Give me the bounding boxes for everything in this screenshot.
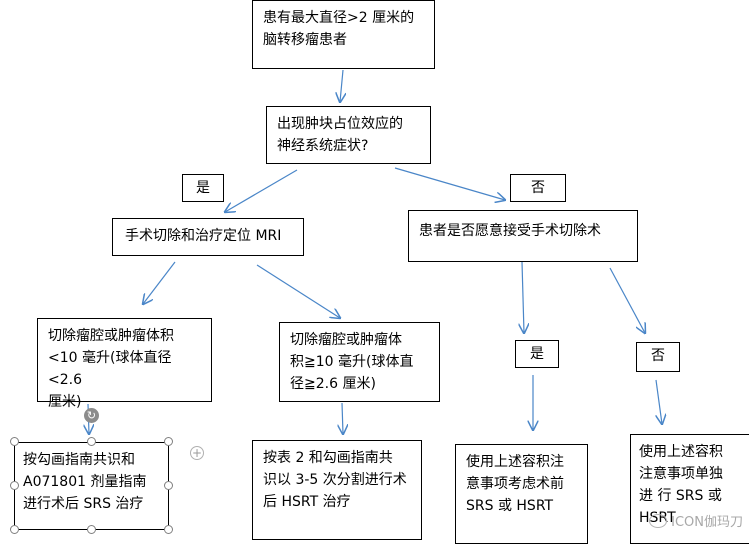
resize-handle-middle-left[interactable] (10, 481, 19, 490)
resize-handle-bottom-left[interactable] (10, 525, 19, 534)
label-yes-left[interactable]: 是 (182, 174, 224, 202)
arrow-start-to-symptom (340, 69, 343, 102)
node-postop-hsrt[interactable]: 按表 2 和勾画指南共 识以 3-5 次分割进行术 后 HSRT 治疗 (252, 440, 422, 540)
node-volume-small[interactable]: 切除瘤腔或肿瘤体积 <10 毫升(球体直径<2.6 厘米) (37, 318, 212, 410)
arrow-large-to-hsrt (342, 402, 343, 434)
watermark-text: ICON伽玛刀 (671, 515, 743, 530)
label-no-right-text: 否 (531, 180, 545, 196)
arrow-symptom-to-accept (394, 167, 505, 200)
resize-handle-top-right[interactable] (164, 437, 173, 446)
add-element-icon[interactable]: + (190, 446, 204, 460)
wechat-icon (649, 513, 668, 528)
resize-handle-bottom-center[interactable] (87, 525, 96, 534)
node-volume-large-text: 切除瘤腔或肿瘤体 积≧10 毫升(球体直 径≧2.6 厘米) (290, 332, 414, 392)
resize-handle-middle-right[interactable] (164, 481, 173, 490)
arrow-symptom-to-surgery (225, 169, 298, 212)
label-no-accept-text: 否 (651, 348, 665, 364)
node-start-text: 患有最大直径>2 厘米的 脑转移瘤患者 (263, 10, 415, 48)
node-srs-hsrt-alone[interactable]: 使用上述容积 注意事项单独 进 行 SRS 或 HSRT (630, 434, 749, 544)
node-preop-srs-hsrt[interactable]: 使用上述容积注 意事项考虑术前 SRS 或 HSRT (455, 444, 588, 544)
node-srs-hsrt-alone-text: 使用上述容积 注意事项单独 进 行 SRS 或 HSRT (639, 444, 723, 526)
arrow-no-to-alone (656, 379, 662, 424)
node-accept-question-text: 患者是否愿意接受手术切除术 (419, 223, 601, 239)
node-postop-srs-text: 按勾画指南共识和 A071801 剂量指南 进行术后 SRS 治疗 (23, 452, 147, 512)
node-start[interactable]: 患有最大直径>2 厘米的 脑转移瘤患者 (252, 0, 435, 69)
node-surgery-mri[interactable]: 手术切除和治疗定位 MRI (112, 218, 304, 256)
label-yes-accept[interactable]: 是 (515, 340, 559, 368)
label-yes-left-text: 是 (196, 180, 210, 196)
arrow-surgery-to-large (256, 264, 340, 318)
node-surgery-mri-text: 手术切除和治疗定位 MRI (125, 228, 282, 244)
resize-handle-top-left[interactable] (10, 437, 19, 446)
label-no-accept[interactable]: 否 (636, 342, 680, 372)
node-symptom-question[interactable]: 出现肿块占位效应的 神经系统症状? (266, 106, 431, 164)
resize-handle-top-center[interactable] (87, 437, 96, 446)
node-preop-srs-hsrt-text: 使用上述容积注 意事项考虑术前 SRS 或 HSRT (466, 454, 564, 514)
node-symptom-question-text: 出现肿块占位效应的 神经系统症状? (277, 116, 403, 154)
watermark: ICON伽玛刀 (649, 511, 743, 530)
resize-handle-bottom-right[interactable] (164, 525, 173, 534)
node-volume-large[interactable]: 切除瘤腔或肿瘤体 积≧10 毫升(球体直 径≧2.6 厘米) (279, 322, 440, 402)
node-volume-small-text: 切除瘤腔或肿瘤体积 <10 毫升(球体直径<2.6 厘米) (48, 328, 174, 410)
arrow-surgery-to-small (143, 261, 176, 304)
rotate-handle-icon[interactable]: ↻ (84, 408, 99, 423)
label-no-right[interactable]: 否 (510, 174, 566, 202)
node-postop-srs[interactable]: 按勾画指南共识和 A071801 剂量指南 进行术后 SRS 治疗 (14, 442, 169, 530)
arrow-accept-to-no (609, 267, 645, 333)
node-accept-question[interactable]: 患者是否愿意接受手术切除术 (408, 210, 638, 262)
node-postop-hsrt-text: 按表 2 和勾画指南共 识以 3-5 次分割进行术 后 HSRT 治疗 (263, 450, 407, 510)
arrow-accept-to-yes (522, 261, 524, 333)
label-yes-accept-text: 是 (530, 346, 544, 362)
